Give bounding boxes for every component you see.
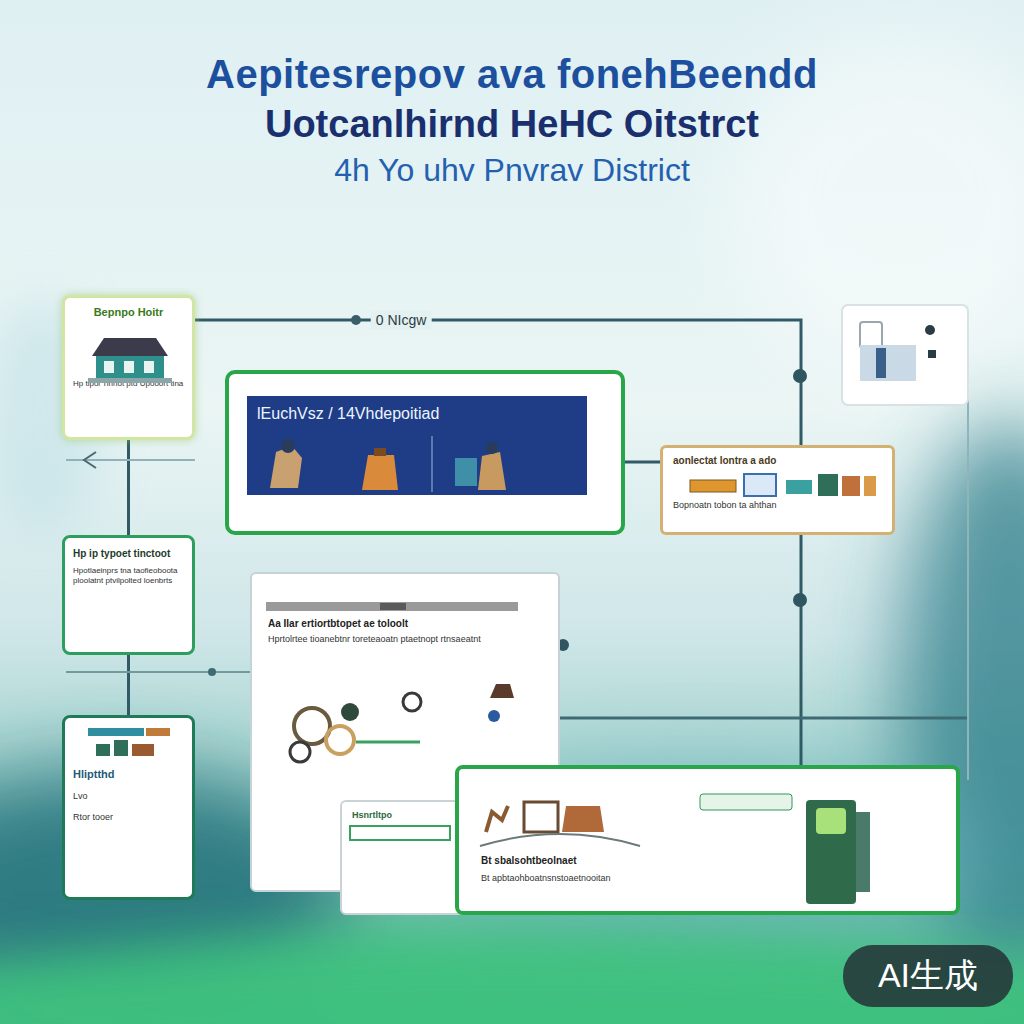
blank-card <box>842 305 968 405</box>
card-heading: Bepnpo Hoitr <box>73 306 184 319</box>
panel-heading: Bt sbalsohtbeolnaet <box>481 855 786 867</box>
connector <box>800 535 803 765</box>
connector <box>127 440 130 535</box>
document-heading: Aa Ilar ertiortbtopet ae toloolt <box>268 618 542 630</box>
leader-line <box>560 717 968 720</box>
connector <box>625 461 660 464</box>
green-blob <box>0 930 1024 1024</box>
subtitle: 4h Yo uhv Pnvrav District <box>0 152 1024 189</box>
card-body: Rtor tooer <box>73 812 184 823</box>
leader-line <box>967 400 969 780</box>
subtitle: Uotcanlhirnd HeHC Oitstrct <box>0 103 1024 146</box>
info-card: Bepnpo Hoitr Hp tipol Tinnot ptd Upooort … <box>62 295 195 440</box>
info-card: aonlectat lontra a adoBopnoatn tobon ta … <box>660 445 895 535</box>
small-card: Hsnrtltpo <box>340 800 470 915</box>
card-body: Hp tipol Tinnot ptd Upooort tina <box>73 379 184 389</box>
banner-title: lEuchVsz / 14Vhdepoitiad <box>247 396 587 495</box>
connector-label: 0 NIcgw <box>371 311 432 329</box>
line-knob <box>793 369 807 383</box>
info-card: HliptthdLvoRtor tooer <box>62 715 195 900</box>
line-knob <box>793 593 807 607</box>
card-icon <box>925 325 935 335</box>
card-heading: aonlectat lontra a ado <box>673 455 882 467</box>
banner-panel: lEuchVsz / 14Vhdepoitiad <box>225 370 625 535</box>
arrow-mark <box>84 452 96 468</box>
info-card: Hp ip typoet tinctootHpotlaeinprs tna ta… <box>62 535 195 655</box>
leader-line <box>66 671 250 673</box>
wide-panel: Bt sbalsohtbeolnaet Bt apbtaohboatnsnstoa… <box>455 765 960 915</box>
card-icon <box>860 322 882 348</box>
card-picture <box>876 348 886 378</box>
card-outline <box>842 305 968 405</box>
line-knob <box>208 668 216 676</box>
watermark: AI生成 <box>843 945 1013 1007</box>
card-picture <box>860 345 916 381</box>
card-heading: Hliptthd <box>73 768 184 781</box>
card-body: Bopnoatn tobon ta ahthan <box>673 500 882 511</box>
panel-body: Bt apbtaohboatnsnstoaetnooitan <box>481 873 786 884</box>
left-arrow-line <box>66 452 195 468</box>
card-icon <box>928 350 936 358</box>
diagram-title: Aepitesrepov ava fonehBeendd <box>0 52 1024 97</box>
card-body: Hpotlaeinprs tna taofieoboota ploolatnt … <box>73 566 184 587</box>
card-heading: Hp ip typoet tinctoot <box>73 548 184 560</box>
document-body: Hprtolrtee tioanebtnr toreteaoatn ptaetn… <box>268 634 542 646</box>
line-knob <box>351 315 361 325</box>
card-heading: Hsnrtltpo <box>352 810 460 821</box>
card-body: Lvo <box>73 791 184 802</box>
connector <box>127 655 130 715</box>
